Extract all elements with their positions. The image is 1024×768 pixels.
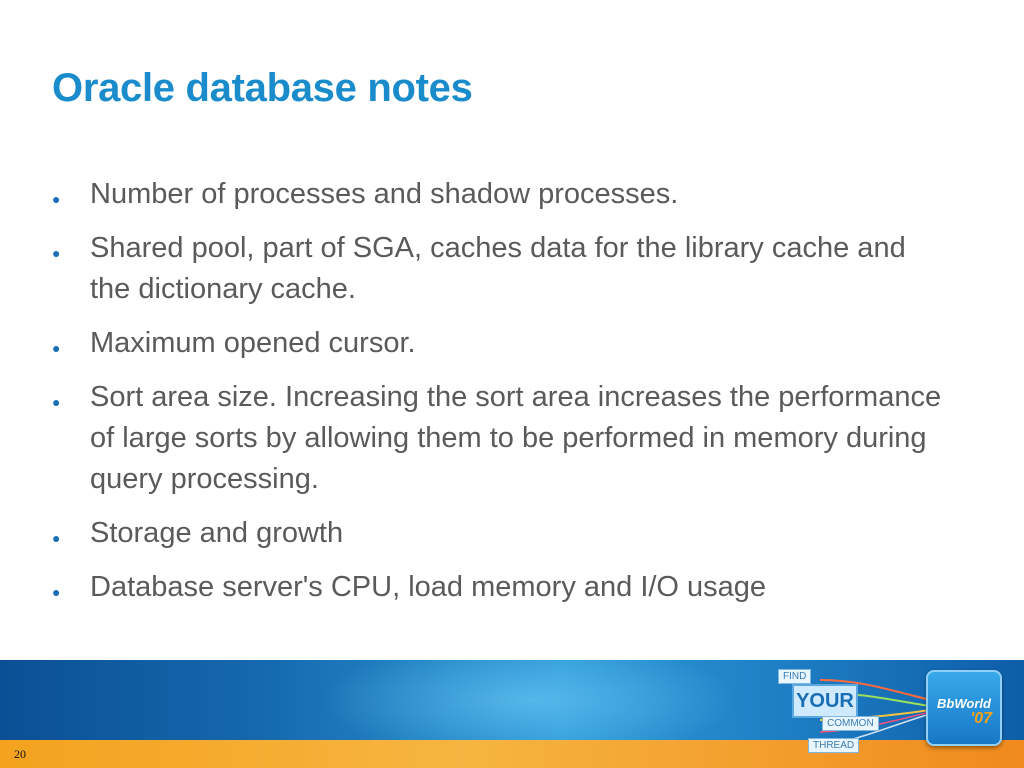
bullet-text: Database server's CPU, load memory and I… <box>90 571 767 603</box>
bullet-text: Storage and growth <box>90 517 344 549</box>
footer-banner: 20 FIND YOUR COMMON THREAD BbWorld '07 <box>0 660 1024 768</box>
bullet-text: Shared pool, part of SGA, caches data fo… <box>90 232 906 305</box>
page-number: 20 <box>14 747 26 761</box>
bullet-list: ● Number of processes and shadow process… <box>48 174 948 621</box>
tag-thread: THREAD <box>808 738 860 753</box>
logo-year: '07 <box>970 710 992 727</box>
tag-common: COMMON <box>822 716 879 731</box>
bullet-text: Maximum opened cursor. <box>90 327 416 359</box>
bullet-item: ● Database server's CPU, load memory and… <box>48 567 948 608</box>
bullet-text: Number of processes and shadow processes… <box>90 178 679 210</box>
bullet-item: ● Sort area size. Increasing the sort ar… <box>48 377 948 500</box>
slide-title: Oracle database notes <box>52 66 473 110</box>
bullet-icon: ● <box>52 394 61 410</box>
bullet-icon: ● <box>52 530 61 546</box>
bullet-item: ● Maximum opened cursor. <box>48 323 948 364</box>
bullet-item: ● Storage and growth <box>48 513 948 554</box>
logo-name: BbWorld <box>937 696 991 711</box>
bbworld-logo: BbWorld '07 <box>926 670 1002 746</box>
tag-find: FIND <box>778 669 812 684</box>
bullet-icon: ● <box>52 340 61 356</box>
tag-your: YOUR <box>792 684 858 718</box>
bullet-icon: ● <box>52 584 61 600</box>
bullet-item: ● Number of processes and shadow process… <box>48 174 948 215</box>
bullet-icon: ● <box>52 245 61 261</box>
bullet-item: ● Shared pool, part of SGA, caches data … <box>48 228 948 310</box>
bullet-icon: ● <box>52 191 61 207</box>
footer-orange-strip <box>0 740 1024 768</box>
bullet-text: Sort area size. Increasing the sort area… <box>90 381 942 495</box>
